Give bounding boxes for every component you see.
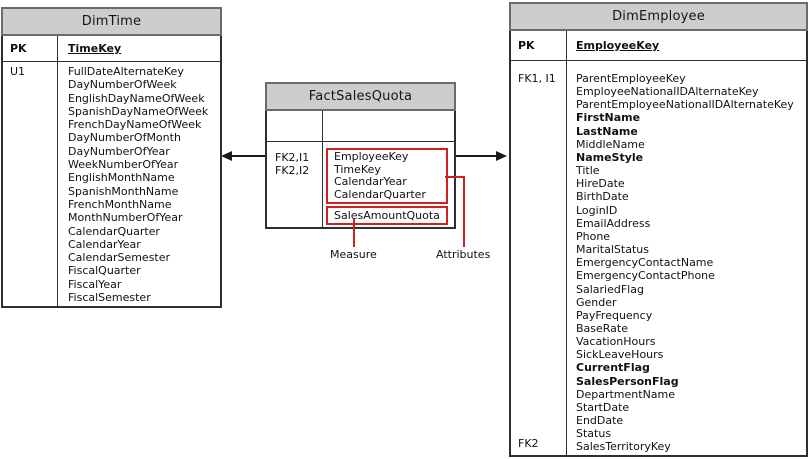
attr-row: ParentEmployeeKey: [576, 72, 686, 85]
dimtime-title: DimTime: [81, 14, 142, 29]
dimtime-pk-field: TimeKey: [68, 42, 122, 55]
table-dimtime: DimTime PK TimeKey U1 FullDateAlternateK…: [1, 7, 222, 308]
attr-row: ParentEmployeeNationalIDAlternateKey: [576, 98, 794, 112]
attr-row: FiscalYear: [68, 277, 122, 291]
dimemployee-pk-label: PK: [511, 31, 567, 60]
factsalesquota-title: FactSalesQuota: [308, 89, 413, 104]
factsalesquota-pk-row-empty: [267, 111, 454, 142]
attr-row: MiddleName: [576, 137, 645, 151]
dimemployee-pk-field: EmployeeKey: [576, 39, 660, 52]
attr-row: FiscalSemester: [68, 291, 151, 305]
dimtime-pk-row: PK TimeKey: [3, 36, 220, 62]
attr-row: EnglishMonthName: [68, 171, 175, 185]
attr-row: FirstName: [576, 111, 641, 125]
arrowhead-left-icon: [221, 151, 232, 161]
attr-row: BirthDate: [576, 190, 629, 204]
attr-row: HireDate: [576, 177, 625, 191]
attr-row: TimeKey: [334, 162, 381, 176]
attr-row: EndDate: [576, 414, 624, 428]
attr-row: SalesAmountQuota: [334, 209, 440, 223]
attr-row: FiscalQuarter: [68, 264, 141, 278]
dimemployee-key-column: FK1, I1 FK2: [511, 61, 567, 455]
attr-row: Gender: [576, 295, 617, 309]
attr-row: U1: [10, 65, 26, 78]
attr-row: EmergencyContactPhone: [576, 269, 715, 283]
attr-row: FrenchDayNameOfWeek: [68, 118, 202, 132]
attr-row: CalendarYear: [68, 237, 141, 251]
attr-row: EmployeeNationalIDAlternateKey: [576, 85, 759, 99]
attr-row: FrenchMonthName: [68, 197, 172, 211]
dimemployee-fk1-label: FK1, I1: [518, 72, 556, 85]
attributes-callout-line-vertical: [463, 176, 465, 247]
dimtime-title-bar: DimTime: [1, 7, 222, 36]
attr-row: CurrentFlag: [576, 361, 650, 375]
attr-row: EmployeeKey: [334, 150, 409, 163]
dimemployee-pk-row: PK EmployeeKey: [511, 31, 806, 61]
attr-row: NameStyle: [576, 150, 644, 164]
attr-row: BaseRate: [576, 321, 629, 335]
dimemployee-fk2-label: FK2: [518, 436, 539, 450]
arrow-right-line: [456, 155, 497, 157]
attr-row: CalendarYear: [334, 175, 407, 189]
attr-row: CalendarQuarter: [68, 224, 160, 238]
attr-row: DepartmentName: [576, 387, 676, 401]
dimemployee-body: PK EmployeeKey FK1, I1 FK2 ParentEmploye…: [509, 31, 808, 457]
attr-row: EmergencyContactName: [576, 256, 714, 270]
attr-row: VacationHours: [576, 335, 656, 349]
attr-row: FK2,I1: [275, 151, 310, 164]
measure-label: Measure: [330, 248, 377, 261]
arrowhead-right-icon: [496, 151, 507, 161]
attr-row: LoginID: [576, 203, 618, 217]
attr-row: SalariedFlag: [576, 282, 644, 296]
attr-row: Phone: [576, 229, 611, 243]
attr-row: SalesTerritoryKey: [576, 440, 671, 454]
attr-row: SpanishMonthName: [68, 184, 179, 198]
attr-row: MaritalStatus: [576, 243, 649, 257]
dimemployee-title: DimEmployee: [612, 9, 705, 24]
attr-row: FullDateAlternateKey: [68, 65, 184, 78]
attr-row: MonthNumberOfYear: [68, 211, 183, 225]
attr-row: WeekNumberOfYear: [68, 158, 179, 172]
dimemployee-title-bar: DimEmployee: [509, 2, 808, 31]
table-dimemployee: DimEmployee PK EmployeeKey FK1, I1 FK2 P…: [509, 2, 808, 457]
attr-row: DayNumberOfWeek: [68, 78, 177, 92]
attr-row: DayNumberOfYear: [68, 144, 170, 158]
attributes-callout-line-horizontal: [445, 176, 465, 178]
factsalesquota-pk-key-empty: [267, 111, 323, 141]
attr-row: SpanishDayNameOfWeek: [68, 104, 209, 118]
factsalesquota-title-bar: FactSalesQuota: [265, 82, 456, 111]
attr-row: Status: [576, 427, 612, 441]
attr-row: SalesPersonFlag: [576, 374, 679, 388]
attr-row: StartDate: [576, 400, 630, 414]
attributes-label: Attributes: [436, 248, 491, 261]
measure-callout-line: [353, 219, 355, 247]
attr-row: PayFrequency: [576, 308, 653, 322]
attr-row: DayNumberOfMonth: [68, 131, 181, 145]
arrow-left-line: [229, 155, 265, 157]
attr-row: SickLeaveHours: [576, 348, 664, 362]
dimtime-pk-label: PK: [3, 36, 58, 61]
attr-row: EnglishDayNameOfWeek: [68, 91, 205, 105]
attr-row: CalendarSemester: [68, 251, 171, 265]
attr-row: EmailAddress: [576, 216, 651, 230]
attr-row: LastName: [576, 124, 638, 138]
attr-row: Title: [576, 164, 600, 178]
dimtime-key-column: U1: [3, 62, 58, 306]
attr-row: FK2,I2: [275, 164, 310, 178]
attr-row: CalendarQuarter: [334, 187, 426, 201]
measure-highlight-box: SalesAmountQuota: [326, 206, 448, 226]
